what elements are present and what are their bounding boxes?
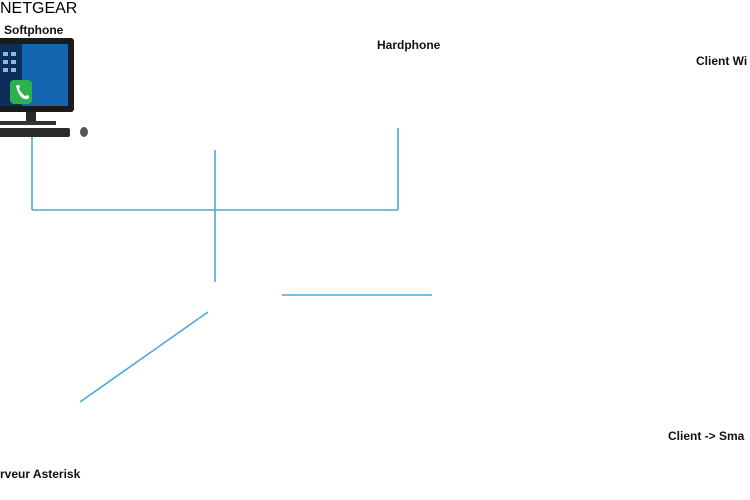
- link-switch-server: [79, 311, 209, 403]
- client-wifi-label: Client Wi: [696, 54, 748, 68]
- server-label: rveur Asterisk: [0, 467, 81, 481]
- client-smartphone-label: Client -> Sma: [668, 429, 745, 443]
- network-links: [31, 128, 432, 403]
- hardphone-label: Hardphone: [377, 38, 441, 52]
- switch-brand-label: NETGEAR: [0, 0, 78, 17]
- softphone-label: Softphone: [4, 23, 64, 37]
- network-switch-icon: NETGEAR: [0, 0, 77, 17]
- desktop-computer-icon: [0, 38, 88, 137]
